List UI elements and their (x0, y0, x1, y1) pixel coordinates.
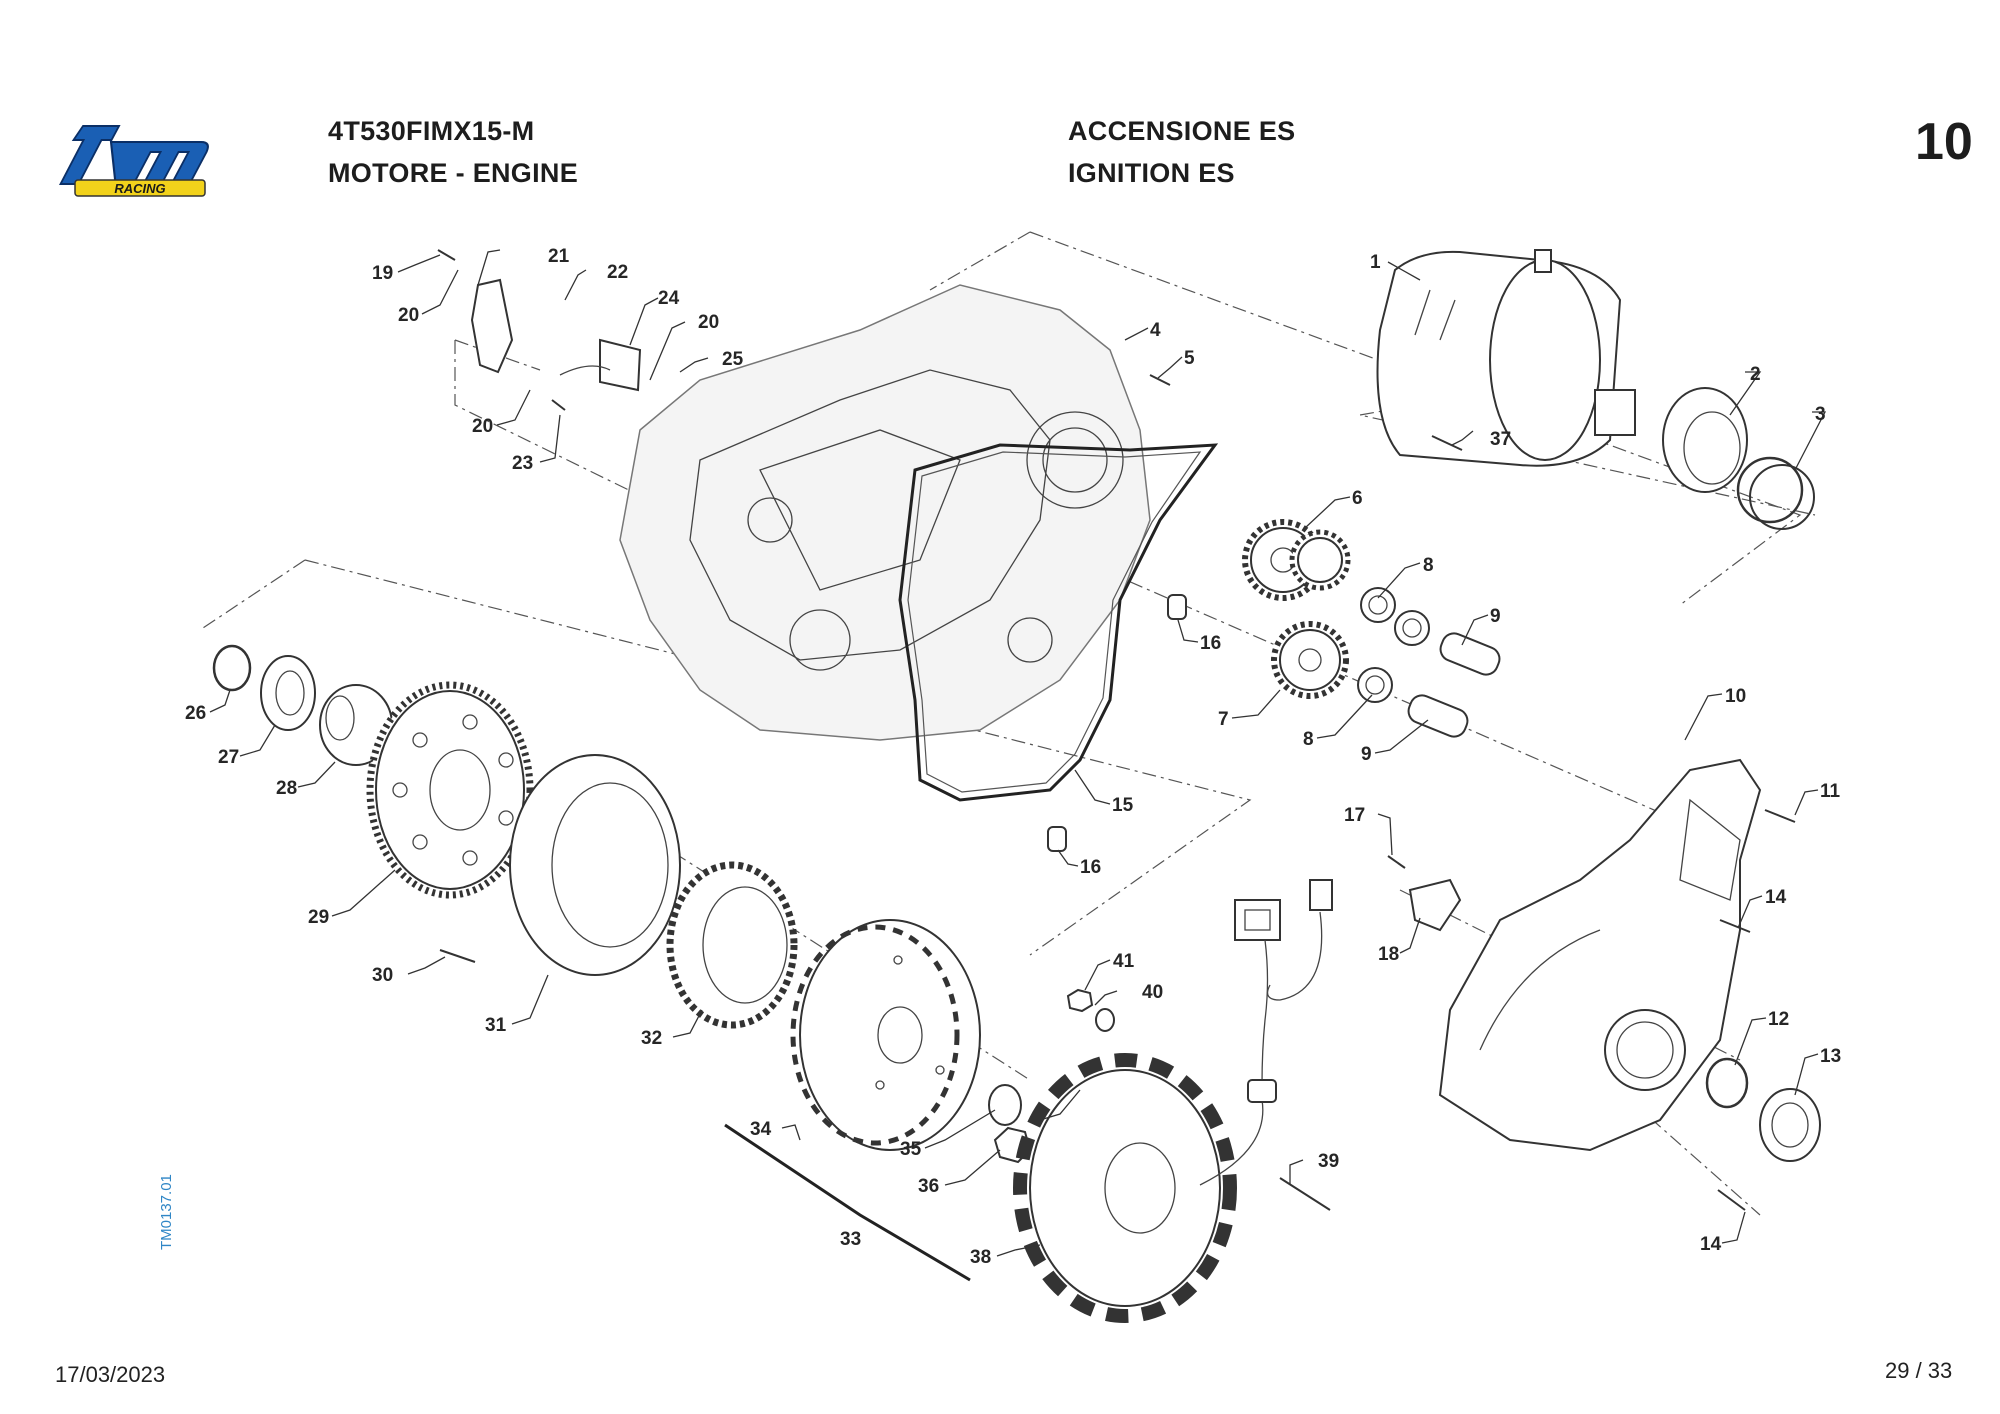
callout-34: 34 (750, 1119, 772, 1140)
inspection-plug (1759, 1088, 1821, 1162)
callout-38: 38 (970, 1247, 991, 1268)
flywheel-rotor (790, 919, 981, 1151)
callout-30: 30 (372, 965, 393, 986)
callout-16b: 16 (1080, 857, 1101, 878)
thrust-washer (260, 655, 316, 731)
callout-leaders (209, 249, 1827, 1257)
callout-28: 28 (276, 778, 297, 799)
cable-bracket (1408, 878, 1462, 932)
needle-bearings (1357, 587, 1430, 703)
stator-nut (1066, 988, 1094, 1013)
callout-11: 11 (1820, 781, 1841, 802)
callout-36: 36 (918, 1176, 939, 1197)
tm-racing-logo: RACING (58, 125, 209, 197)
callout-7: 7 (1218, 709, 1229, 730)
page-counter: 29 / 33 (1885, 1358, 1953, 1383)
starter-bushing (1662, 387, 1748, 493)
svg-text:RACING: RACING (114, 181, 165, 196)
idler-gear-large (1242, 519, 1351, 601)
callout-8b: 8 (1303, 729, 1314, 750)
callout-14b: 14 (1700, 1234, 1722, 1255)
wiring-harness (1199, 879, 1333, 1211)
callout-10: 10 (1725, 686, 1746, 707)
callout-29: 29 (308, 907, 329, 928)
callout-12: 12 (1768, 1009, 1789, 1030)
kit-bracket (724, 1123, 971, 1282)
callout-20: 20 (398, 305, 419, 326)
model-code: 4T530FIMX15-M (328, 116, 535, 146)
ignition-cover (1438, 758, 1762, 1152)
stator (1013, 1053, 1237, 1323)
callout-3: 3 (1815, 404, 1826, 425)
drawing-code: TM0137.01 (158, 1174, 175, 1250)
freewheel-housing (509, 754, 681, 976)
callout-31: 31 (485, 1015, 507, 1036)
callout-25: 25 (722, 349, 744, 370)
callout-24: 24 (658, 288, 680, 309)
callout-19: 19 (372, 263, 393, 284)
callout-4: 4 (1150, 320, 1161, 341)
print-date: 17/03/2023 (55, 1362, 166, 1387)
starter-driven-gear (366, 681, 534, 899)
group-title: MOTORE - ENGINE (328, 158, 579, 188)
callout-6: 6 (1352, 488, 1363, 509)
cover-gasket (898, 443, 1219, 802)
freewheel-sprag (666, 861, 798, 1029)
callout-22: 22 (607, 262, 628, 283)
crankcase (619, 284, 1151, 741)
pickup-sensor (599, 338, 642, 392)
callout-17: 17 (1344, 805, 1365, 826)
pickup-bracket (470, 278, 514, 374)
stator-washer (1095, 1008, 1115, 1032)
callout-39: 39 (1318, 1151, 1339, 1172)
callout-9: 9 (1490, 606, 1501, 627)
callout-40: 40 (1142, 982, 1163, 1003)
callout-8: 8 (1423, 555, 1434, 576)
callout-13: 13 (1820, 1046, 1841, 1067)
callout-37: 37 (1490, 429, 1511, 450)
callout-21: 21 (548, 246, 570, 267)
callout-15: 15 (1112, 795, 1134, 816)
flywheel-washer (988, 1084, 1022, 1126)
gear-pin (1439, 632, 1501, 676)
callout-9b: 9 (1361, 744, 1372, 765)
section-title-it: ACCENSIONE ES (1068, 116, 1296, 146)
callout-23: 23 (512, 453, 533, 474)
callout-33: 33 (840, 1229, 861, 1250)
callout-32: 32 (641, 1028, 662, 1049)
callout-1: 1 (1370, 252, 1381, 273)
callout-14: 14 (1765, 887, 1787, 908)
callout-20c: 20 (472, 416, 493, 437)
screws (437, 249, 1796, 1211)
section-title-en: IGNITION ES (1068, 158, 1235, 188)
callout-2: 2 (1750, 364, 1761, 385)
callout-20b: 20 (698, 312, 719, 333)
callout-27: 27 (218, 747, 239, 768)
table-number: 10 (1915, 113, 1973, 171)
idler-gear-small (1271, 621, 1349, 699)
dowel-pin (1167, 594, 1187, 620)
callout-41: 41 (1113, 951, 1135, 972)
callout-26: 26 (185, 703, 206, 724)
o-ring (1705, 1057, 1749, 1109)
callout-16: 16 (1200, 633, 1221, 654)
starter-motor (1376, 249, 1636, 467)
callout-labels: 1 2 3 4 5 6 7 8 8 9 9 10 11 12 13 14 14 … (185, 246, 1841, 1268)
callout-35: 35 (900, 1139, 922, 1160)
snap-ring (1736, 456, 1804, 524)
callout-5: 5 (1184, 348, 1195, 369)
callout-18: 18 (1378, 944, 1399, 965)
circlip (212, 644, 252, 692)
